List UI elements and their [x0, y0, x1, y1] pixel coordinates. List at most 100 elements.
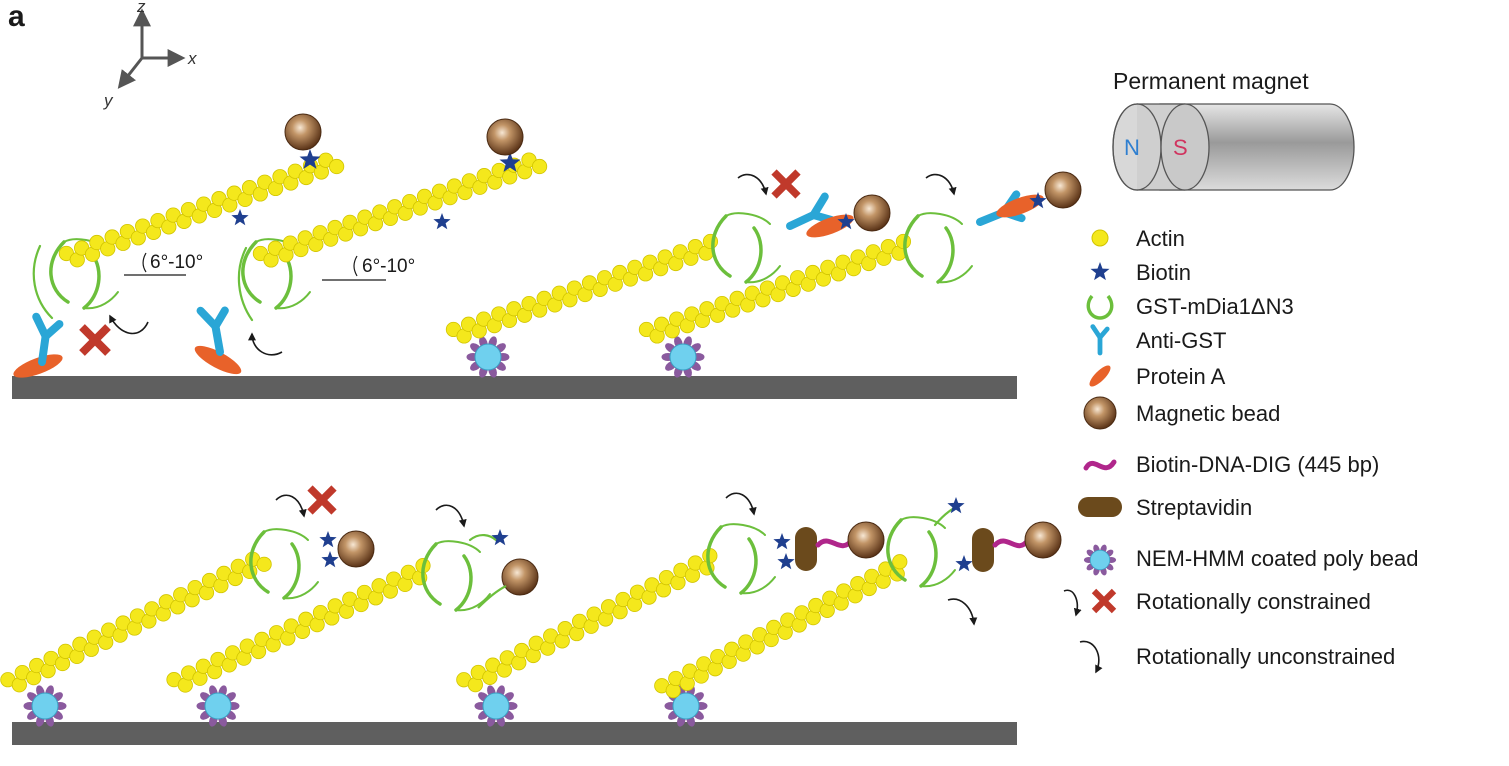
- biotin-icon: [1090, 262, 1110, 281]
- biotin-star: [499, 152, 521, 172]
- formin-gst-mdia1: [903, 212, 973, 284]
- formin-fh2-right: [744, 226, 763, 284]
- magnetic-bead: [486, 118, 524, 156]
- actin-monomer: [256, 556, 272, 572]
- legend-label: Biotin-DNA-DIG (445 bp): [1136, 452, 1379, 477]
- biotin-star: [947, 497, 965, 514]
- magnetic-bead: [337, 530, 375, 568]
- legend-label: Biotin: [1136, 260, 1191, 285]
- legend-item: Streptavidin: [1078, 495, 1252, 520]
- magnetic-bead: [847, 521, 885, 559]
- formin-fh2-left: [49, 240, 70, 304]
- biotin-star: [1090, 262, 1110, 281]
- magnet-north-label: N: [1124, 135, 1140, 160]
- formin-linker: [435, 540, 481, 553]
- actin-monomer: [892, 554, 908, 570]
- nem-hmm-poly-bead: [661, 336, 705, 378]
- formin-gst-mdia1: [249, 528, 319, 600]
- formin-linker: [275, 291, 311, 310]
- legend-item: NEM-HMM coated poly bead: [1083, 544, 1418, 576]
- rotation-arrow: [435, 504, 467, 528]
- magnetic-bead: [853, 194, 891, 232]
- streptavidin: [795, 527, 817, 571]
- poly-bead-icon: [1083, 544, 1117, 576]
- formin-fh2-right: [739, 537, 758, 595]
- legend-item: Protein A: [1089, 364, 1226, 389]
- biotin-star: [319, 531, 337, 548]
- formin-gst-tail: [237, 246, 254, 322]
- biotin-dna-dig: [992, 537, 1031, 549]
- streptavidin-icon: [1078, 497, 1122, 517]
- constrained-cross: [79, 324, 111, 356]
- scene-top-3: [445, 169, 891, 378]
- actin-monomer: [1091, 229, 1109, 247]
- legend-label: Rotationally constrained: [1136, 589, 1371, 614]
- angle-label: 6°-10°: [362, 256, 415, 277]
- legend-item: Biotin: [1090, 260, 1191, 285]
- magnet-pole-boundary: [1160, 103, 1210, 191]
- rotation-arrow: [1079, 640, 1103, 674]
- formin-gst-mdia1: [711, 212, 781, 284]
- actin-filament: [0, 551, 272, 693]
- legend-label: NEM-HMM coated poly bead: [1136, 546, 1418, 571]
- legend-label: GST-mDia1ΔN3: [1136, 294, 1294, 319]
- formin-fh2-left: [249, 530, 270, 594]
- experiment-scenes: 6°-10° 6°-10°: [0, 113, 1082, 745]
- dna-icon: [1083, 459, 1117, 471]
- legend-item: Rotationally unconstrained: [1079, 640, 1395, 674]
- formin-fh2-right: [282, 542, 301, 600]
- formin-linker: [720, 523, 766, 536]
- anti-gst-antibody: [32, 312, 64, 366]
- protein-a: [996, 194, 1044, 218]
- actin-filament: [252, 152, 548, 268]
- streptavidin: [1078, 497, 1122, 517]
- biotin-star: [777, 553, 795, 570]
- legend-item: GST-mDia1ΔN3: [1086, 294, 1294, 320]
- formin-gst-tail: [477, 585, 507, 609]
- angle-label: 6°-10°: [150, 252, 203, 273]
- biotin-star: [299, 149, 321, 169]
- legend-label: Streptavidin: [1136, 495, 1252, 520]
- poly-bead-core: [482, 692, 510, 720]
- actin-filament: [445, 233, 719, 344]
- rotation-arrow: [275, 494, 307, 518]
- biotin-star: [837, 213, 855, 230]
- poly-bead-core: [1089, 549, 1111, 571]
- formin-gst-mdia1: [421, 534, 498, 612]
- biotin-star: [231, 209, 249, 226]
- formin-gst-mdia1: [886, 504, 960, 588]
- axes-indicator: z x y: [103, 0, 197, 110]
- antibody-stem: [38, 332, 50, 366]
- nem-hmm-poly-bead: [466, 336, 510, 378]
- scene-top-1: 6°-10°: [13, 113, 345, 378]
- antibody-arm: [211, 306, 229, 331]
- protein-a-icon: [1089, 365, 1111, 387]
- rotation-arrow: [109, 314, 149, 335]
- gst-mdia1-icon: [1086, 294, 1114, 320]
- formin-gst-tail: [32, 244, 54, 320]
- legend-label: Magnetic bead: [1136, 401, 1280, 426]
- formin-fh2-left: [886, 518, 907, 582]
- rotation-arrow: [725, 492, 757, 516]
- biotin-star: [773, 533, 791, 550]
- biotin-star: [955, 555, 973, 572]
- formin-fh2-right: [936, 226, 955, 284]
- scene-top-4: [638, 171, 1082, 378]
- nem-hmm-poly-bead: [23, 685, 67, 727]
- scene-bottom-1: [0, 485, 375, 727]
- poly-bead-core: [204, 692, 232, 720]
- magnetic-bead: [1083, 396, 1117, 430]
- actin-filament: [58, 152, 345, 268]
- magnetic-bead: [1024, 521, 1062, 559]
- magnet-body: [1159, 103, 1355, 191]
- formin-linker: [937, 265, 973, 284]
- formin-linker: [917, 212, 963, 225]
- unconstrained-icon: [1079, 640, 1103, 674]
- formin-linker: [725, 212, 771, 225]
- biotin-star: [1029, 192, 1047, 209]
- formin-fh2-left: [903, 214, 924, 278]
- protein-a: [13, 354, 63, 378]
- panel-label: a: [8, 0, 25, 33]
- cross-stroke: [1091, 588, 1117, 614]
- angle-arc: [142, 252, 147, 273]
